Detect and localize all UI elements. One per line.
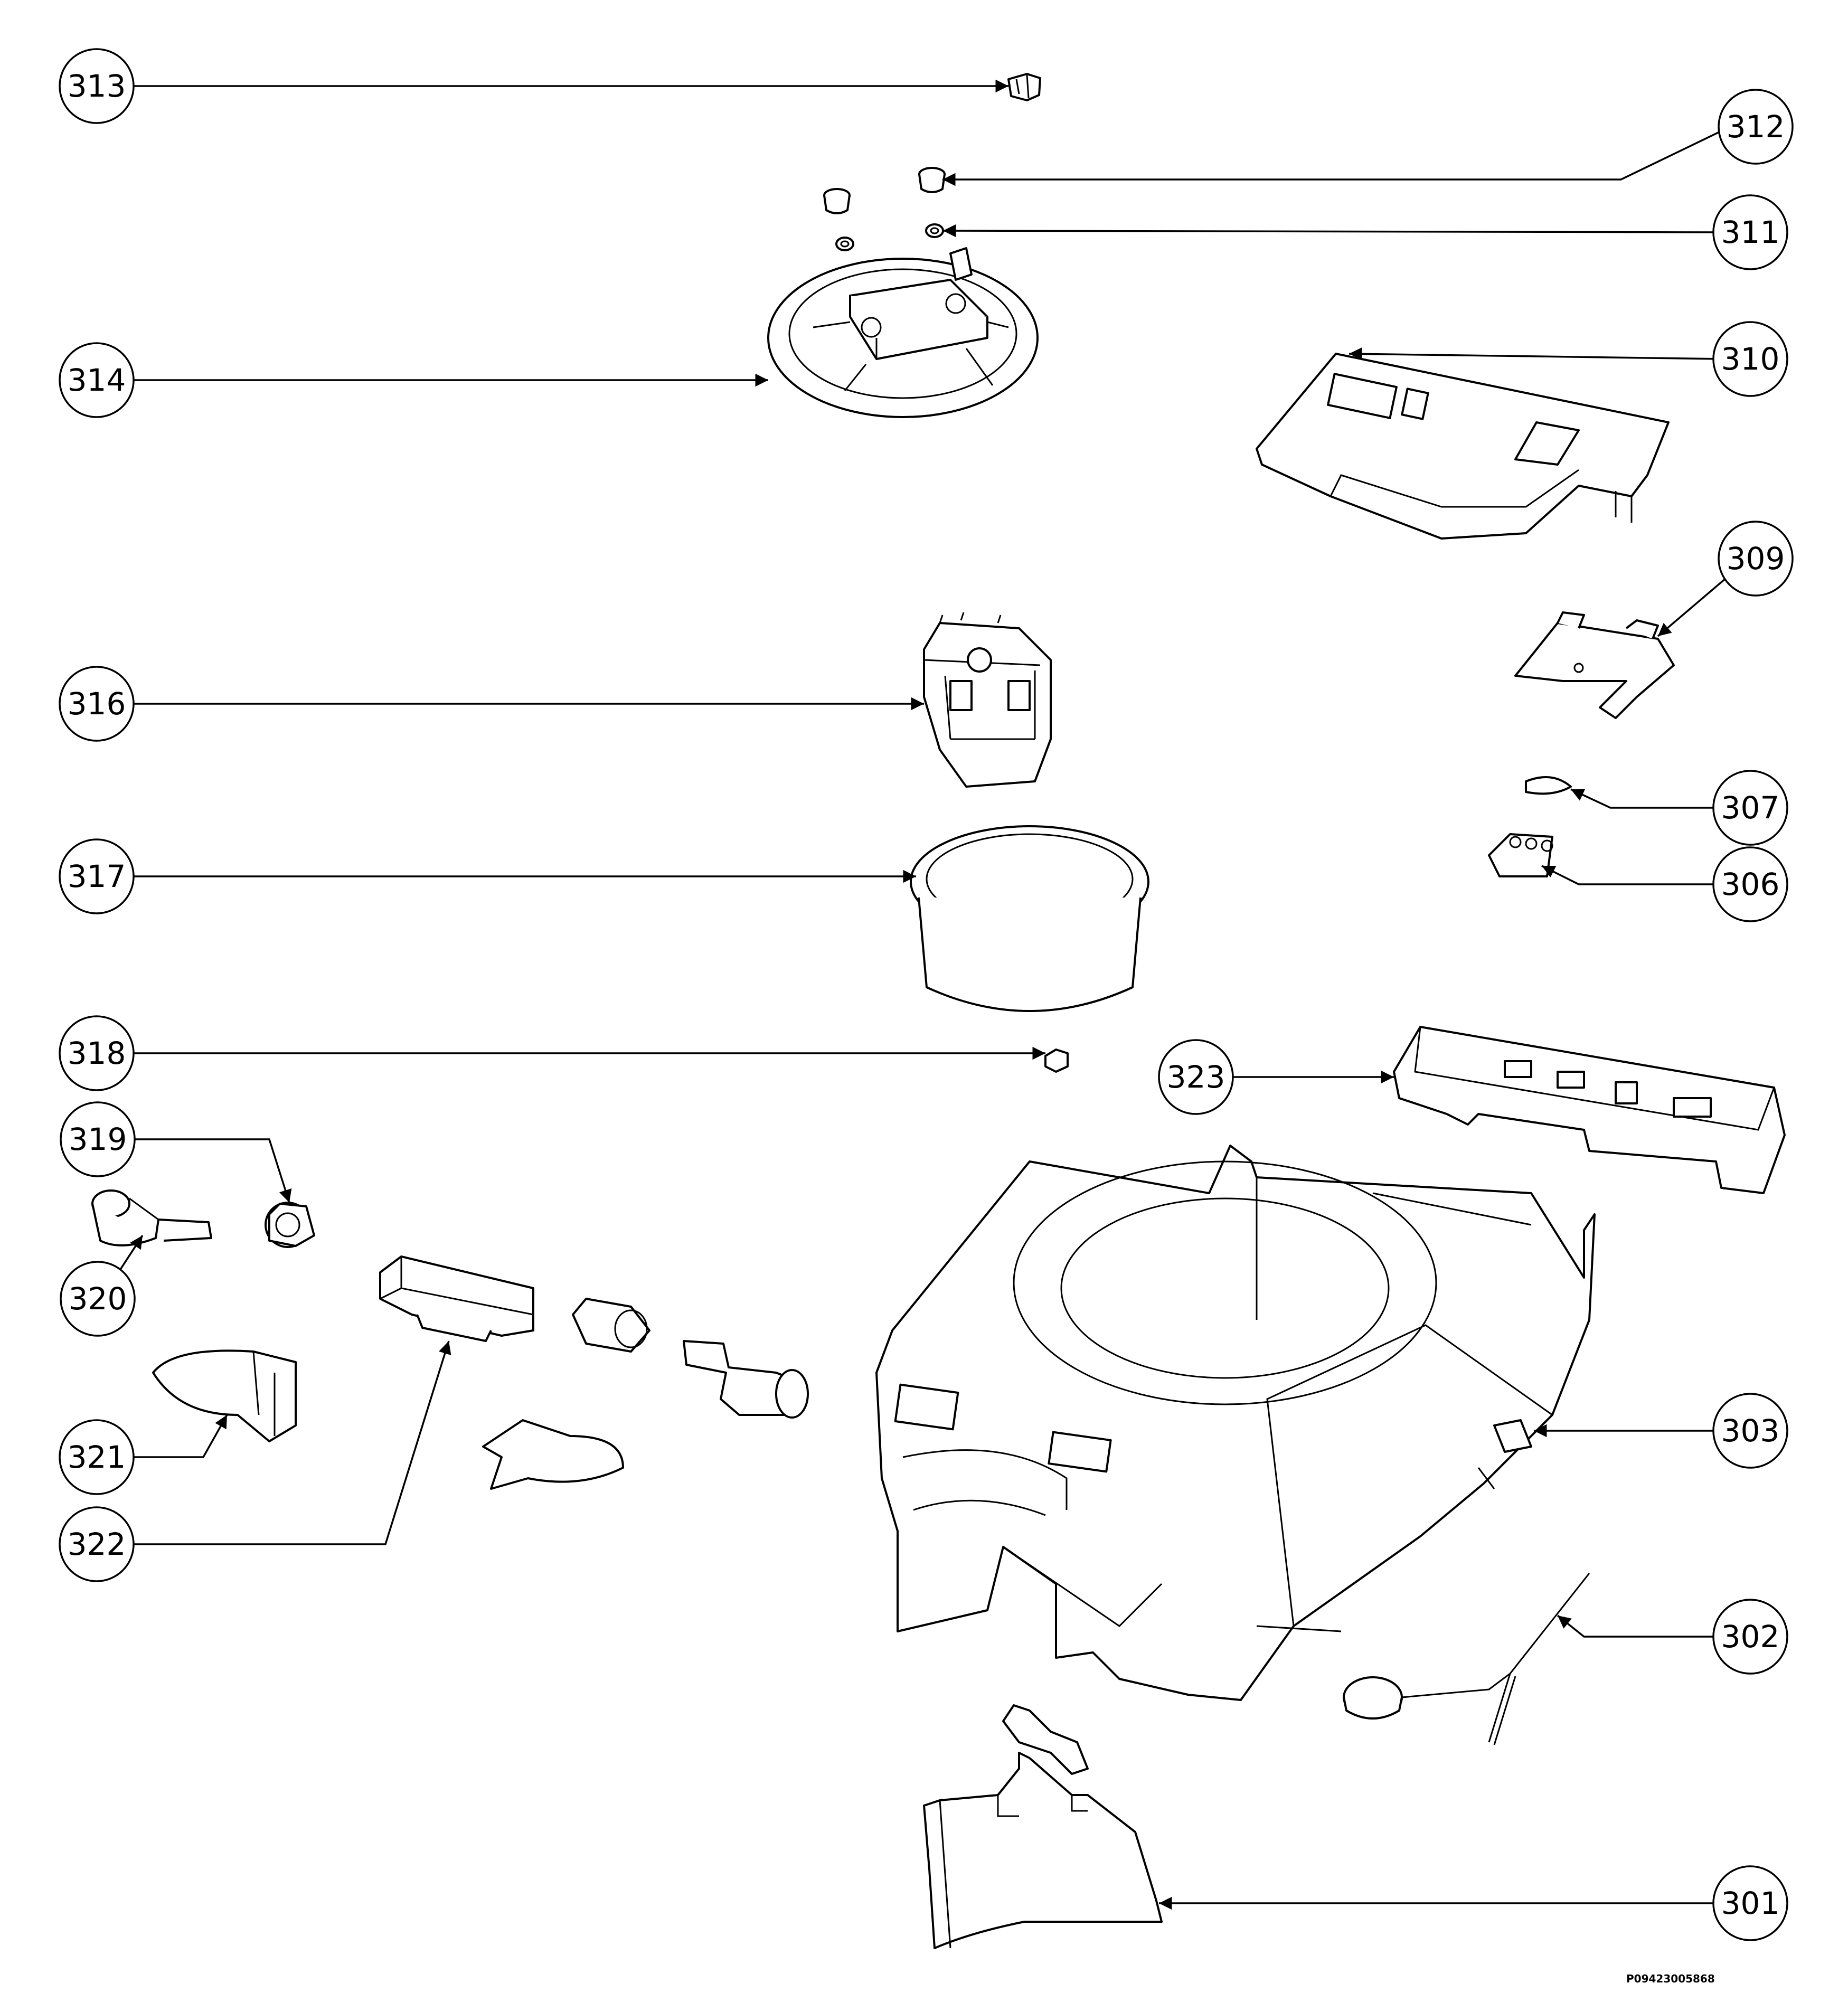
callout-303: 303 xyxy=(1712,1393,1788,1469)
callout-311-label: 311 xyxy=(1721,214,1780,250)
callout-318: 318 xyxy=(59,1015,135,1091)
callout-310-label: 310 xyxy=(1721,341,1780,377)
part-301-rear-flap xyxy=(923,1704,1163,1949)
callout-302-label: 302 xyxy=(1721,1619,1780,1655)
callout-321: 321 xyxy=(59,1419,135,1495)
callout-313-label: 313 xyxy=(68,68,126,104)
callout-317-label: 317 xyxy=(68,858,126,894)
part-314-motor-mount-ring xyxy=(767,247,1039,418)
callout-320-label: 320 xyxy=(69,1281,127,1317)
callout-322-label: 322 xyxy=(68,1526,126,1562)
callout-313: 313 xyxy=(59,48,135,124)
part-318-nut xyxy=(1044,1049,1069,1073)
part-313-clip xyxy=(1007,73,1041,101)
part-wheel-cap-2 xyxy=(482,1419,624,1490)
callout-306: 306 xyxy=(1712,846,1788,922)
callout-316-label: 316 xyxy=(68,686,126,722)
callout-317: 317 xyxy=(59,838,135,914)
callout-321-label: 321 xyxy=(68,1439,126,1475)
part-310-cover-plate xyxy=(1256,353,1670,540)
callout-306-label: 306 xyxy=(1721,866,1780,902)
callout-312-label: 312 xyxy=(1727,109,1785,145)
callout-309-label: 309 xyxy=(1727,541,1785,577)
callout-302: 302 xyxy=(1712,1599,1788,1675)
part-302-sensor-cable xyxy=(1343,1573,1590,1745)
callout-309: 309 xyxy=(1718,521,1794,597)
callout-318-label: 318 xyxy=(68,1035,126,1071)
part-309-bracket xyxy=(1514,611,1675,719)
callout-323-label: 323 xyxy=(1167,1059,1225,1095)
callout-322: 322 xyxy=(59,1506,135,1582)
callout-301-label: 301 xyxy=(1721,1885,1780,1921)
part-323-electronics-tray xyxy=(1393,1026,1786,1194)
callout-314-label: 314 xyxy=(68,362,126,398)
part-320-axle xyxy=(91,1189,212,1246)
callout-319-label: 319 xyxy=(69,1121,127,1157)
part-321-wheel-cap xyxy=(152,1349,297,1442)
callout-303-label: 303 xyxy=(1721,1413,1780,1449)
callout-314: 314 xyxy=(59,342,135,418)
part-303-main-housing xyxy=(875,1145,1596,1701)
part-307-cable-clamp xyxy=(1525,776,1572,795)
part-311-nut xyxy=(835,223,944,251)
part-316-switch-box xyxy=(923,612,1052,788)
part-axle-2 xyxy=(683,1340,809,1419)
callout-307: 307 xyxy=(1712,770,1788,846)
callout-307-label: 307 xyxy=(1721,790,1780,826)
callout-319: 319 xyxy=(60,1101,136,1177)
callout-310: 310 xyxy=(1712,321,1788,397)
part-319-bushing xyxy=(265,1202,315,1248)
part-317-cup xyxy=(910,825,1149,1012)
part-306-terminal-block xyxy=(1488,833,1553,877)
callout-301: 301 xyxy=(1712,1865,1788,1941)
part-312-cap xyxy=(823,167,946,214)
leader-lines xyxy=(102,79,1731,1910)
callout-323: 323 xyxy=(1158,1039,1234,1115)
callout-316: 316 xyxy=(59,666,135,742)
part-322-axle-bracket xyxy=(379,1255,534,1342)
callout-312: 312 xyxy=(1718,89,1794,165)
callout-311: 311 xyxy=(1712,194,1788,270)
figure-code: P09423005868 xyxy=(1626,1972,1715,1985)
callout-320: 320 xyxy=(60,1261,136,1337)
part-bushing-2 xyxy=(572,1298,650,1353)
